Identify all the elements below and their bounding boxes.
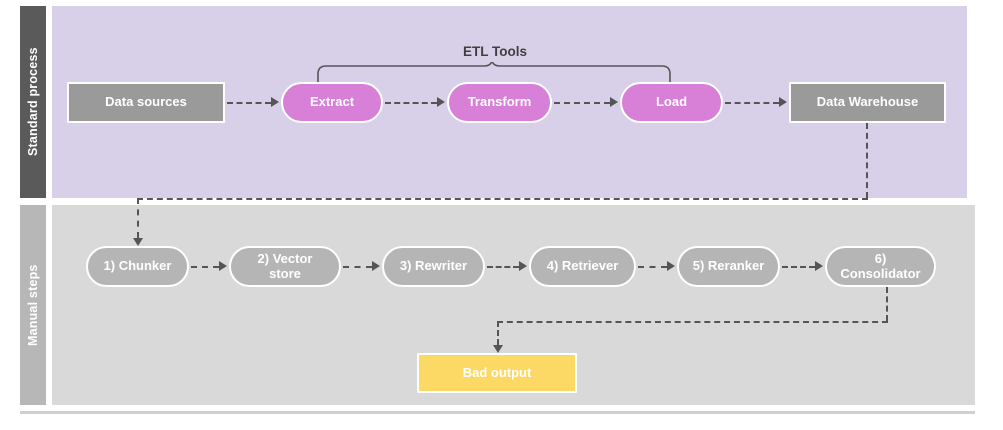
connector-data-warehouse-down bbox=[866, 123, 868, 198]
connector-data-sources-to-extract bbox=[227, 102, 271, 104]
lane-label-standard-process: Standard process bbox=[20, 6, 46, 198]
arrowhead-transform-to-load bbox=[610, 97, 618, 107]
arrowhead-extract-to-transform bbox=[437, 97, 445, 107]
node-retriever[interactable]: 4) Retriever bbox=[529, 246, 636, 287]
node-consolidator[interactable]: 6) Consolidator bbox=[825, 246, 936, 287]
connector-consolidator-to-bad-output-horizontal bbox=[497, 321, 888, 323]
arrowhead-retriever-to-reranker bbox=[667, 261, 675, 271]
arrowhead-chunker-to-vector-store bbox=[219, 261, 227, 271]
arrowhead-reranker-to-consolidator bbox=[815, 261, 823, 271]
lane-label-manual-steps: Manual steps bbox=[20, 205, 46, 405]
arrowhead-into-chunker bbox=[133, 238, 143, 246]
connector-data-warehouse-to-chunker-horizontal bbox=[137, 198, 868, 200]
node-vector-store[interactable]: 2) Vector store bbox=[229, 246, 341, 287]
arrowhead-rewriter-to-retriever bbox=[519, 261, 527, 271]
connector-consolidator-down bbox=[886, 287, 888, 321]
node-data-sources[interactable]: Data sources bbox=[67, 82, 225, 123]
arrowhead-data-sources-to-extract bbox=[271, 97, 279, 107]
node-chunker[interactable]: 1) Chunker bbox=[86, 246, 189, 287]
connector-vector-store-to-rewriter bbox=[343, 266, 372, 268]
node-reranker[interactable]: 5) Reranker bbox=[677, 246, 780, 287]
node-rewriter[interactable]: 3) Rewriter bbox=[382, 246, 485, 287]
connector-down-to-chunker bbox=[137, 198, 139, 238]
connector-extract-to-transform bbox=[385, 102, 437, 104]
node-data-warehouse[interactable]: Data Warehouse bbox=[789, 82, 946, 123]
connector-down-to-bad-output bbox=[497, 321, 499, 345]
connector-chunker-to-vector-store bbox=[191, 266, 219, 268]
connector-rewriter-to-retriever bbox=[487, 266, 519, 268]
arrowhead-load-to-data-warehouse bbox=[779, 97, 787, 107]
connector-transform-to-load bbox=[554, 102, 610, 104]
node-bad-output[interactable]: Bad output bbox=[417, 353, 577, 393]
node-extract[interactable]: Extract bbox=[281, 82, 383, 123]
etl-tools-brace-icon bbox=[317, 62, 671, 84]
bottom-divider-rule bbox=[20, 411, 975, 414]
etl-tools-caption: ETL Tools bbox=[463, 44, 527, 59]
node-load[interactable]: Load bbox=[620, 82, 723, 123]
arrowhead-into-bad-output bbox=[493, 345, 503, 353]
arrowhead-vector-store-to-rewriter bbox=[372, 261, 380, 271]
connector-load-to-data-warehouse bbox=[725, 102, 779, 104]
connector-retriever-to-reranker bbox=[638, 266, 667, 268]
connector-reranker-to-consolidator bbox=[782, 266, 815, 268]
node-transform[interactable]: Transform bbox=[447, 82, 552, 123]
